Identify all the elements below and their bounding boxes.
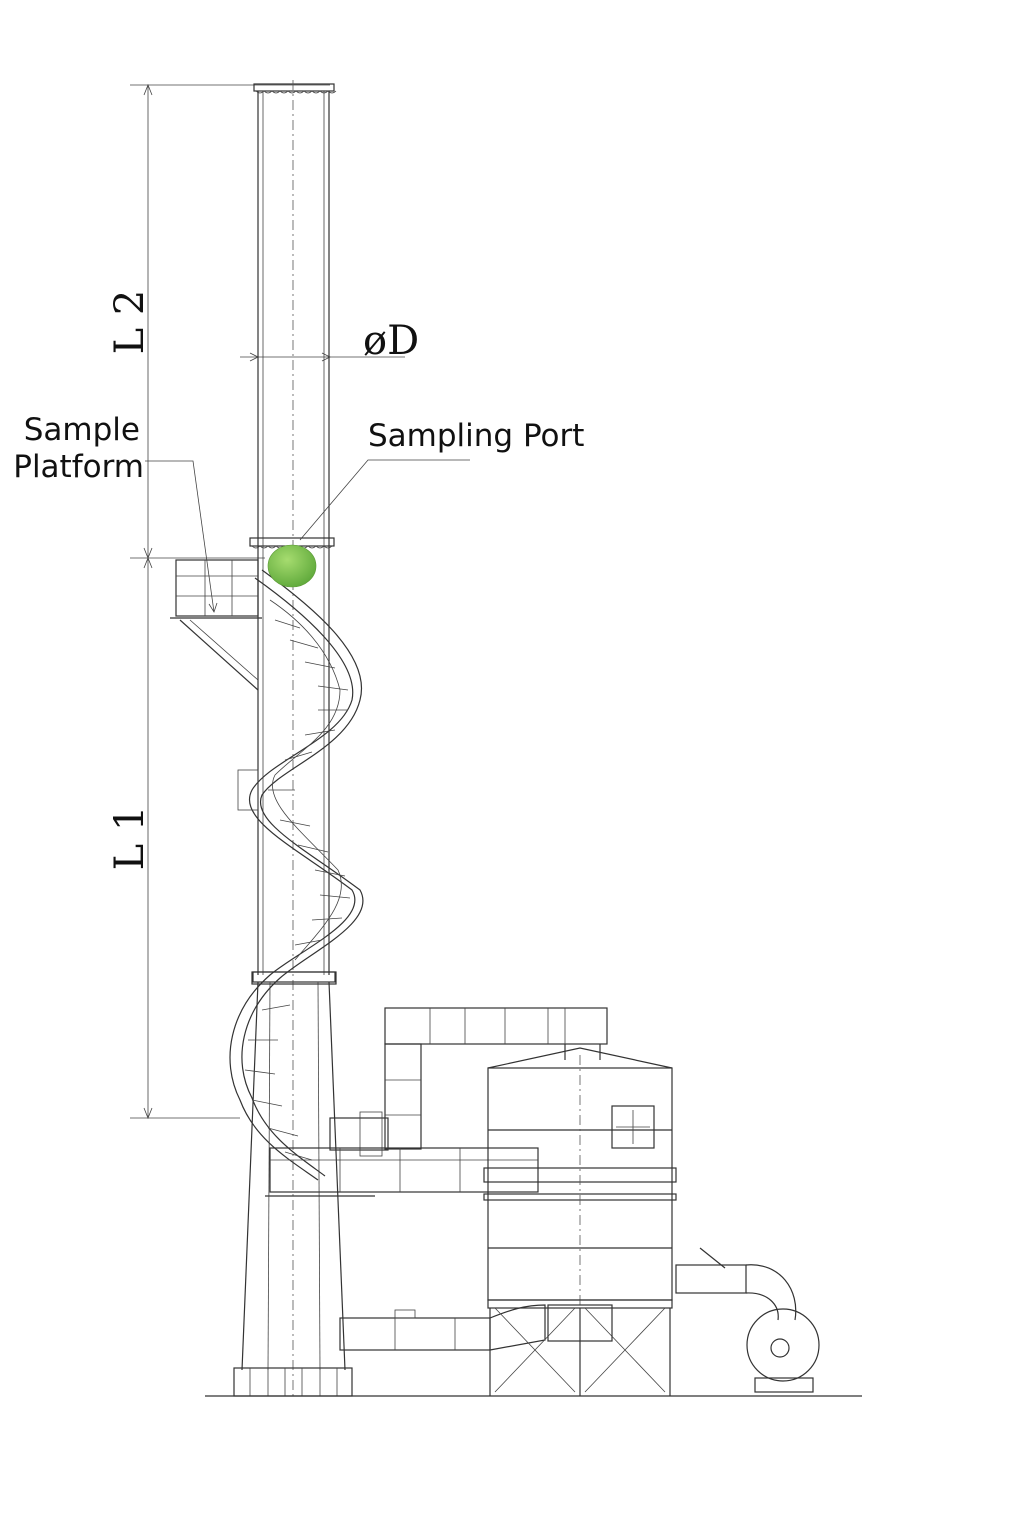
sample-platform <box>145 460 262 691</box>
dimension-label-l1: L 1 <box>107 806 153 871</box>
stair-treads <box>244 619 351 1161</box>
sample-platform-label-line1: Sample <box>24 412 140 448</box>
dimension-label-l2: L 2 <box>107 290 153 355</box>
chimney-stack <box>233 80 353 1400</box>
scrubber-tower <box>483 1047 677 1396</box>
diameter-label: øD <box>363 318 419 364</box>
sampling-port-marker <box>267 544 317 588</box>
sampling-port-leader <box>299 459 470 541</box>
dimension-lines <box>130 83 405 1120</box>
exhaust-fan <box>675 1247 820 1393</box>
sampling-port-label: Sampling Port <box>368 418 584 454</box>
spiral-staircase <box>229 569 364 1181</box>
sample-platform-label-line2: Platform <box>13 449 144 485</box>
